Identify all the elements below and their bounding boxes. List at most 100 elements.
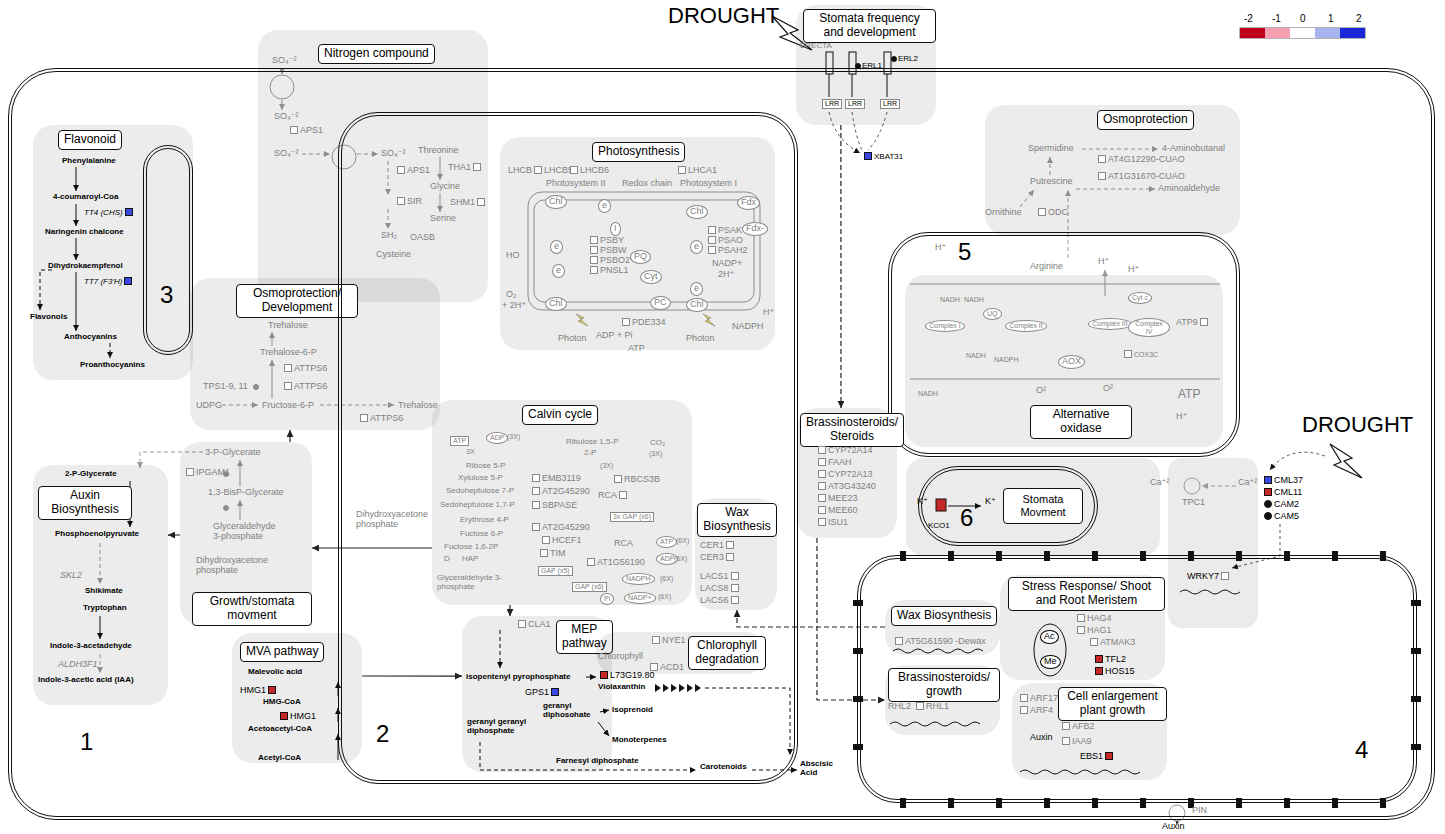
pathway-label: ATP	[656, 536, 677, 548]
metabolite-label: Malevolic acid	[248, 667, 302, 676]
gene-marker	[1062, 722, 1070, 730]
pathway-label: Cyt c	[1128, 292, 1152, 304]
pathway-label: Fdx-	[742, 222, 768, 236]
metabolite-label: 2-P-Glycerate	[65, 469, 117, 478]
metabolite-label: Fructose-6-P	[262, 400, 314, 410]
pathway-label: COX3C	[1122, 350, 1158, 359]
pathway-label: HMG-CoA	[263, 698, 301, 707]
gene-label: AT2G45290	[542, 522, 590, 532]
metabolite-label: ADP	[490, 434, 504, 441]
metabolite-label: Photon	[686, 333, 715, 343]
pathway-label: e	[598, 199, 611, 213]
process-box: Stomata Movment	[1003, 488, 1083, 524]
pathway-label: Farnesyl diphosphate	[556, 757, 639, 766]
panel-title: Stress Response/ Shoot and Root Meristem	[1008, 577, 1165, 611]
gene-marker	[1095, 667, 1103, 675]
gene-marker	[590, 236, 598, 244]
gene-marker	[532, 523, 540, 531]
gene-marker	[1264, 500, 1272, 508]
gene-label: IPGAM1	[196, 467, 230, 477]
pathway-arrow	[752, 770, 797, 771]
gene-label: TT7 (F3'H)	[84, 277, 122, 286]
gene-label: HMG1	[240, 685, 266, 695]
pathway-label: Naringenin chalcone	[45, 228, 124, 237]
pathway-label: ERL2	[898, 55, 918, 64]
pathway-connector	[509, 605, 510, 616]
pathway-label: AT5G61590 -Dewax	[893, 637, 986, 647]
pathway-label: ATMAK3	[1088, 638, 1135, 648]
pathway-label: CLA1	[516, 620, 551, 630]
pathway-label: Ribulose 1,5-P	[566, 438, 618, 447]
pathway-label: 2-P-Glycerate	[65, 470, 117, 479]
gene-marker	[1098, 172, 1106, 180]
gene-marker	[1062, 737, 1070, 745]
pathway-label: Ac	[1040, 630, 1059, 644]
arrow-triangles	[679, 684, 685, 692]
gene-marker	[1077, 614, 1085, 622]
gene-marker	[1105, 752, 1113, 760]
panel-title: Photosynthesis	[592, 142, 685, 162]
gene-marker	[708, 246, 716, 254]
legend-text: -2	[1244, 13, 1253, 24]
gene-marker	[1200, 318, 1208, 326]
gene-label: PNSL1	[600, 265, 629, 275]
gene-marker	[532, 501, 540, 509]
gene-label: TFL2	[1105, 654, 1126, 664]
metabolite-label: Serine	[430, 213, 456, 223]
metabolite-label: (3X)	[649, 450, 662, 457]
metabolite-label: GAP (x5)	[541, 567, 570, 574]
metabolite-label: SO₄⁻²	[274, 148, 298, 158]
pathway-label: UDPG	[196, 401, 222, 411]
metabolite-label: HMG-CoA	[263, 697, 301, 706]
metabolite-label: K⁺	[917, 496, 928, 506]
pathway-label: Auxin	[1030, 733, 1053, 743]
metabolite-label: CO₂	[650, 438, 665, 447]
pathway-label: Fuctose 6-P	[460, 530, 503, 539]
pathway-label: ATTPS6	[282, 382, 327, 392]
metabolite-label: Violaxanthin	[598, 682, 645, 691]
metabolite-label: Acetyl-CoA	[258, 753, 301, 762]
metabolite-label: Phosphoenolpyruvate	[55, 529, 139, 538]
pathway-label: RCA	[614, 539, 633, 549]
pathway-label: Glycine	[430, 182, 460, 192]
gene-marker	[284, 382, 292, 390]
pathway-label: SKL2	[60, 571, 82, 581]
pathway-label: Complex I	[925, 320, 965, 332]
pathway-label: H⁺	[1128, 265, 1139, 275]
pathway-connector	[737, 610, 885, 627]
gene-label: RHL1	[926, 701, 949, 711]
metabolite-label: e	[556, 265, 561, 275]
pathway-label: ARF4	[1018, 706, 1053, 716]
gene-label: PSBY	[600, 235, 624, 245]
pathway-label: HAG4	[1075, 614, 1112, 624]
pathway-label: Shikimate	[85, 587, 123, 596]
pathway-label: CO₂	[650, 439, 665, 448]
gene-label: CER3	[700, 552, 724, 562]
gene-marker	[397, 197, 405, 205]
gene-label: L73G19.80	[610, 670, 655, 680]
gene-label: LHCA1	[688, 165, 717, 175]
legend-swatch	[1265, 28, 1290, 38]
gene-label: PSAK	[718, 225, 742, 235]
gene-label: THA1	[448, 162, 471, 172]
pathway-label: e	[690, 240, 703, 254]
pathway-label: Trehalose	[398, 401, 438, 411]
gene-label: SBPASE	[542, 500, 577, 510]
metabolite-label: geranyl diphosohate	[543, 701, 591, 719]
gene-marker	[1221, 572, 1229, 580]
pathway-label: H⁺	[1176, 412, 1187, 422]
metabolite-label: (3X)	[507, 433, 520, 440]
panel-title: Stomata frequency and development	[803, 9, 936, 43]
gene-label: AT1G56190	[597, 557, 645, 567]
pathway-label: Cysteine	[376, 250, 411, 260]
metabolite-label: Complex I	[929, 322, 961, 329]
pathway-label: RHL1	[914, 702, 949, 712]
metabolite-label: Monoterpenes	[612, 735, 667, 744]
panel-title: Osmoprotection	[1097, 110, 1194, 130]
signal-line	[1232, 524, 1280, 568]
pathway-label: Ornithine	[985, 208, 1022, 218]
metabolite-label: Sedoheptulose 7-P	[446, 486, 514, 495]
gene-marker	[280, 712, 288, 720]
pathway-label: + 2H⁺	[502, 301, 526, 311]
pathway-label: (6X)	[658, 593, 671, 601]
